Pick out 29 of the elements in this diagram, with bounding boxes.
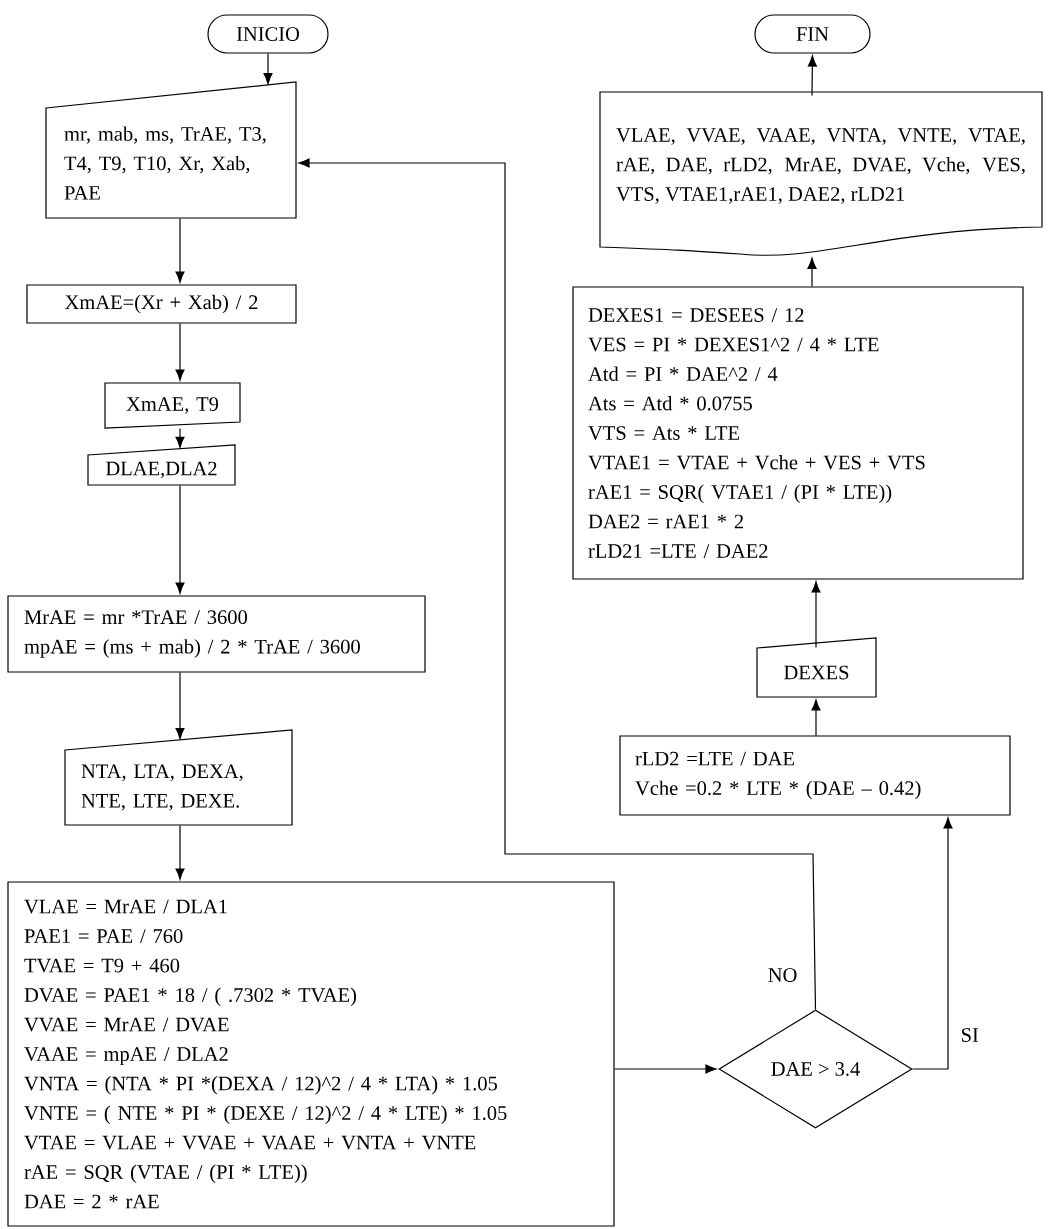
edge-label: NO xyxy=(765,966,800,984)
arrow xyxy=(811,699,821,736)
arrow xyxy=(175,218,185,283)
terminal-box: FIN xyxy=(754,14,871,54)
arrow xyxy=(614,1064,717,1074)
arrow xyxy=(912,817,953,1070)
process-box: MrAE = mr *TrAE / 3600 mpAE = (ms + mab) / 2 * TrAE / 3600 xyxy=(7,595,426,673)
process-box: XmAE=(Xr + Xab) / 2 xyxy=(26,284,297,324)
arrow xyxy=(175,825,185,880)
display-box: XmAE, T9 xyxy=(104,382,241,429)
input-box: NTA, LTA, DEXA, NTE, LTE, DEXE. xyxy=(64,729,293,826)
input-box: DEXES xyxy=(756,637,877,698)
process-box: DEXES1 = DESEES / 12 VES = PI * DEXES1^2 / 4 * LTE Atd = PI * DAE^2 / 4 Ats = Atd * 0.0755 VTS = Ats * LTE VTAE1 = VTAE + Vche + VES + VTS rAE1 = SQR( VTAE1 / (PI * LTE)) DAE2 = rAE1 * 2 rLD21 =LTE / DAE2 xyxy=(572,286,1024,580)
arrow xyxy=(807,55,817,96)
input-box: mr, mab, ms, TrAE, T3, T4, T9, T10, Xr, Xab, PAE xyxy=(45,81,297,219)
arrow xyxy=(811,581,821,648)
arrow xyxy=(175,672,185,740)
arrow xyxy=(175,428,185,448)
terminal-box: INICIO xyxy=(207,14,329,54)
edge-label: SI xyxy=(958,1026,981,1044)
process-box: rLD2 =LTE / DAE Vche =0.2 * LTE * (DAE – 0.42) xyxy=(619,735,1011,816)
process-box: VLAE = MrAE / DLA1 PAE1 = PAE / 760 TVAE = T9 + 460 DVAE = PAE1 * 18 / ( .7302 * TVAE) VVAE = MrAE / DVAE VAAE = mpAE / DLA2 VNTA = (NTA * PI *(DEXA / 12)^2 / 4 * LTA) * 1.05 VNTE = ( NTE * PI * (DEXE / 12)^2 / 4 * LTE) * 1.05 VTAE = VLAE + VVAE + VAAE + VNTA + VNTE rAE = SQR (VTAE / (PI * LTE)) DAE = 2 * rAE xyxy=(7,881,615,1227)
input-box: DLAE,DLA2 xyxy=(87,444,236,486)
output-document: VLAE, VVAE, VAAE, VNTA, VNTE, VTAE, rAE, DAE, rLD2, MrAE, DVAE, Vche, VES, VTS, VTAE1,rAE1, DAE2, rLD21 xyxy=(599,91,1043,256)
arrow xyxy=(807,257,817,287)
arrow xyxy=(263,53,273,85)
arrow xyxy=(175,323,185,381)
arrow xyxy=(175,485,185,594)
arrow xyxy=(298,158,817,1010)
